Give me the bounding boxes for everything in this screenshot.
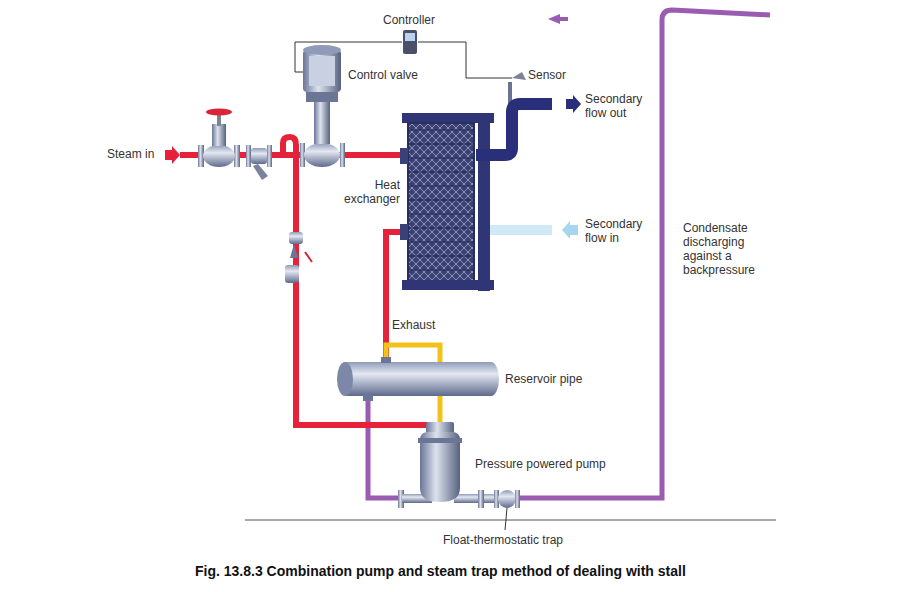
- flow-arrow: [560, 17, 568, 21]
- exhaust-line: [386, 345, 440, 362]
- reservoir-pipe-symbol: [381, 357, 391, 363]
- control-valve-symbol: [309, 56, 335, 86]
- flow-arrow: [548, 14, 560, 24]
- hx-plate-line: [408, 143, 474, 144]
- reservoir-pipe-symbol: [337, 362, 353, 396]
- control-valve-symbol: [303, 50, 341, 92]
- callout-label: Control valve: [348, 68, 418, 82]
- pump-symbol: [478, 490, 484, 508]
- stop-valve: [203, 145, 235, 167]
- condensate-line: [520, 10, 770, 498]
- sensor-symbol: [512, 72, 526, 80]
- drain-strainer: [285, 265, 299, 283]
- heat-exchanger-symbol: [400, 224, 408, 240]
- strainer: [246, 145, 272, 180]
- hx-plate-line: [408, 185, 474, 186]
- trap-symbol: [498, 490, 516, 508]
- strainer: [253, 164, 268, 180]
- reservoir-pipe-symbol: [345, 362, 491, 396]
- control-valve-symbol: [303, 45, 341, 55]
- pump-symbol: [418, 438, 462, 443]
- leader-line: [505, 508, 507, 530]
- hx-plate-line: [408, 213, 474, 214]
- exhaust-line: [438, 395, 443, 425]
- callout-label: Float-thermostatic trap: [443, 533, 563, 547]
- hx-plate-line: [408, 227, 474, 228]
- drain-strainer: [289, 232, 303, 244]
- drain-strainer: [285, 232, 312, 283]
- hx-plate-line: [408, 129, 474, 130]
- control-valve-symbol: [304, 143, 340, 167]
- heat-exchanger-symbol: [402, 280, 494, 290]
- hx-plate-line: [408, 269, 474, 270]
- reservoir-pipe-symbol: [483, 362, 499, 396]
- strainer: [251, 148, 267, 164]
- control-valve-symbol: [340, 143, 345, 167]
- secondary-pipe: [476, 104, 552, 155]
- signal-wire: [418, 42, 512, 78]
- heat-exchanger-symbol: [400, 148, 408, 164]
- drain-strainer: [290, 244, 298, 258]
- callout-label: Controller: [383, 13, 435, 27]
- strainer: [246, 145, 251, 167]
- secondary-pipe: [490, 225, 552, 235]
- callout-label: Condensate discharging against a backpre…: [683, 221, 775, 277]
- hx-plate-line: [408, 199, 474, 200]
- callout-label: Sensor: [528, 68, 566, 82]
- hx-plate-lines: [408, 130, 474, 270]
- stop-valve: [198, 109, 240, 168]
- figure-caption: Fig. 13.8.3 Combination pump and steam t…: [195, 563, 686, 579]
- callout-label: Steam in: [107, 147, 154, 161]
- trap-symbol: [515, 490, 520, 508]
- heat-exchanger-symbol: [400, 113, 494, 291]
- condensate-line: [368, 395, 402, 498]
- callout-label: Exhaust: [392, 318, 435, 332]
- hx-plate-line: [408, 255, 474, 256]
- strainer: [267, 145, 272, 167]
- controller-unit: [405, 33, 415, 41]
- hx-plate-line: [408, 241, 474, 242]
- stop-valve: [206, 109, 232, 116]
- callout-label: Secondary flow in: [585, 217, 653, 245]
- callout-label: Heat exchanger: [334, 178, 400, 206]
- pump-symbol: [454, 494, 494, 503]
- flow-arrow: [165, 146, 180, 164]
- flow-arrow: [566, 95, 581, 113]
- control-valve-symbol: [300, 45, 345, 167]
- reservoir-pipe-symbol: [363, 395, 373, 401]
- callout-label: Pressure powered pump: [475, 457, 606, 471]
- trap-symbol: [494, 490, 520, 530]
- callout-label: Reservoir pipe: [505, 372, 582, 386]
- flow-arrow: [562, 221, 578, 239]
- ground-line: [245, 520, 776, 521]
- control-valve-symbol: [306, 92, 338, 102]
- callout-label: Secondary flow out: [585, 92, 653, 120]
- hx-plate-line: [408, 171, 474, 172]
- heat-exchanger-symbol: [408, 123, 474, 281]
- control-valve-symbol: [314, 100, 330, 144]
- reservoir-pipe-symbol: [337, 357, 499, 401]
- heat-exchanger-symbol: [478, 113, 490, 291]
- controller-unit: [403, 30, 417, 54]
- drain-strainer: [305, 252, 312, 262]
- stop-valve: [212, 124, 226, 146]
- hx-plate-line: [408, 157, 474, 158]
- controller-unit: [403, 30, 417, 54]
